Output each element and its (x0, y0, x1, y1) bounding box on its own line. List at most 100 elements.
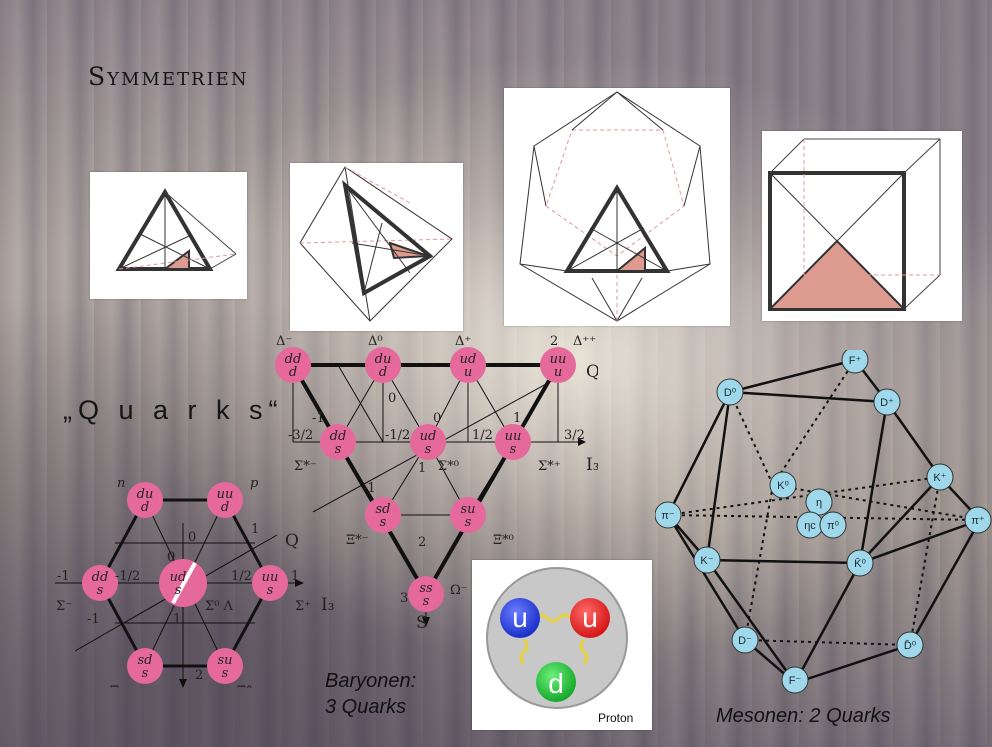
svg-text:K⁰: K⁰ (777, 480, 789, 492)
tick-neg-3half: -3/2 (288, 428, 313, 443)
tick-neg-half: -1/2 (115, 569, 140, 584)
label-delta-plus: Δ⁺ (455, 334, 471, 349)
svg-text:dd: dd (92, 570, 109, 585)
svg-text:ud: ud (170, 570, 187, 585)
slide-title: Symmetrien (88, 62, 249, 91)
label-xi-star-zero: Ξ*⁰ (493, 533, 514, 548)
svg-text:ss: ss (419, 581, 433, 596)
label-q1: 1 (513, 411, 521, 426)
icosahedron-figure (504, 88, 730, 326)
svg-text:dd: dd (285, 352, 302, 367)
meson-node-pi-zero: π⁰ (819, 511, 847, 539)
meson-node-eta: η (805, 488, 833, 516)
svg-text:su: su (460, 502, 475, 517)
label-qm1: -1 (87, 612, 100, 627)
baryon-octet-diagram: dud uud dds uds uus sds sus n p Q 0 0 -1… (55, 476, 335, 688)
meson-diagram: F⁺ D⁰ D⁺ K⁰ K⁺ η π⁻ π⁺ ηc π⁰ K⁻ K̄⁰ D⁻ D… (655, 350, 992, 694)
label-sigma-star-zero: Σ*⁰ (438, 459, 459, 474)
quarks-heading: „Q u a r k s“ (63, 395, 284, 425)
octet-node-uus: uus (252, 565, 288, 601)
tick-3half: 3/2 (564, 428, 585, 443)
svg-text:D⁰: D⁰ (724, 387, 737, 399)
svg-text:su: su (217, 653, 232, 668)
svg-text:d: d (548, 668, 564, 699)
meson-node-f-minus: F⁻ (781, 666, 809, 694)
decuplet-node-sus: sus (450, 497, 486, 533)
label-delta-minus: Δ⁻ (276, 334, 292, 349)
svg-text:F⁻: F⁻ (789, 675, 802, 687)
svg-text:d: d (289, 365, 297, 380)
svg-text:u: u (582, 602, 598, 633)
baryon-caption-line1: Baryonen: (325, 670, 417, 692)
svg-text:ud: ud (420, 429, 437, 444)
label-i3: I₃ (321, 595, 335, 615)
tick-half: 1/2 (472, 428, 493, 443)
tick-1: 1 (291, 569, 299, 584)
label-s: S (163, 686, 175, 688)
octet-node-uds: uds (159, 559, 207, 607)
svg-text:sd: sd (138, 653, 153, 668)
svg-text:η: η (816, 497, 822, 509)
svg-text:u: u (512, 602, 528, 633)
up-quark-red: u (570, 598, 610, 638)
meson-node-eta-c: ηc (796, 511, 824, 539)
svg-text:d: d (379, 365, 387, 380)
svg-text:K̄⁰: K̄⁰ (854, 557, 866, 570)
svg-text:s: s (423, 594, 430, 609)
label-qm1b: -1 (363, 481, 376, 496)
meson-node-d-zero: D⁰ (716, 378, 744, 406)
meson-node-k-plus: K⁺ (926, 463, 954, 491)
meson-node-f-plus: F⁺ (841, 350, 869, 374)
octet-node-dud: dud (127, 482, 163, 518)
tick-s1: 1 (173, 612, 181, 627)
meson-node-k-minus: K⁻ (693, 546, 721, 574)
tick-s2: 2 (418, 535, 426, 550)
label-s: S (416, 613, 428, 632)
tick-s2: 2 (195, 668, 203, 683)
svg-text:u: u (464, 365, 472, 380)
svg-text:π⁺: π⁺ (971, 515, 985, 527)
meson-node-d-bar-zero: D̄⁰ (896, 631, 924, 659)
label-delta-plusplus: Δ⁺⁺ (573, 334, 596, 349)
label-sigma-star-minus: Σ*⁻ (294, 459, 317, 474)
label-p: p (250, 476, 259, 491)
decuplet-node-dud: dud (365, 347, 401, 383)
svg-text:s: s (510, 442, 517, 457)
label-omega-minus: Ω⁻ (450, 583, 468, 598)
tick-neg1: -1 (57, 569, 70, 584)
svg-text:uu: uu (262, 570, 279, 585)
svg-text:du: du (375, 352, 392, 367)
label-q0b: 0 (433, 411, 441, 426)
svg-text:uu: uu (550, 352, 567, 367)
svg-text:d: d (221, 500, 229, 515)
octahedron-figure (290, 163, 463, 331)
svg-text:s: s (380, 515, 387, 530)
label-xi-star-minus: Ξ*⁻ (346, 533, 369, 548)
decuplet-node-uds: uds (410, 424, 446, 460)
label-qm1: -1 (312, 411, 325, 426)
meson-node-pi-minus: π⁻ (655, 501, 682, 529)
svg-text:s: s (97, 583, 104, 598)
meson-node-k-bar-zero: K̄⁰ (846, 549, 874, 577)
svg-text:sd: sd (376, 502, 391, 517)
tick-s1: 1 (418, 461, 426, 476)
meson-node-d-plus: D⁺ (873, 388, 901, 416)
svg-text:s: s (267, 583, 274, 598)
label-q2: 2 (550, 334, 558, 349)
decuplet-node-udu: udu (450, 347, 486, 383)
proton-figure: u u d Proton (472, 560, 652, 730)
label-xi-minus: Ξ⁻ (110, 684, 126, 688)
svg-text:s: s (335, 442, 342, 457)
meson-node-pi-plus: π⁺ (964, 506, 992, 534)
down-quark-green: d (536, 662, 576, 702)
tick-neg-half: -1/2 (385, 428, 410, 443)
label-sigma-minus: Σ⁻ (56, 599, 72, 614)
label-q0: 0 (388, 391, 396, 406)
svg-text:K⁻: K⁻ (700, 555, 713, 567)
svg-text:ud: ud (460, 352, 477, 367)
label-sigma0-lambda: Σ⁰ Λ (205, 599, 234, 614)
up-quark-blue: u (500, 598, 540, 638)
svg-text:K⁺: K⁺ (933, 472, 946, 484)
decuplet-node-dds: dds (320, 424, 356, 460)
